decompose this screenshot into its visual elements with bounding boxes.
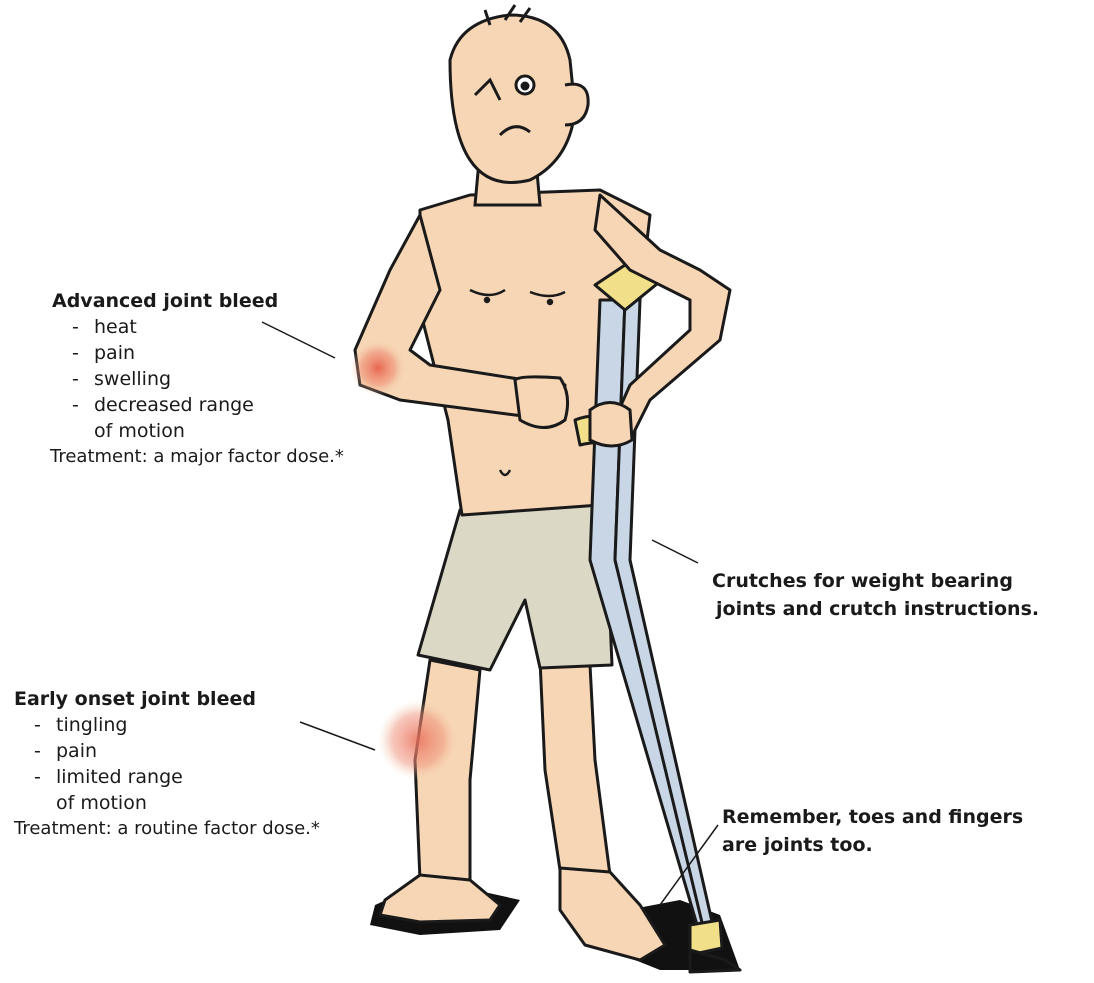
legs (415, 660, 610, 885)
advanced-symptom-3: -swelling (52, 366, 344, 392)
early-symptom-1: -tingling (14, 712, 320, 738)
early-symptom-3-cont: of motion (14, 790, 320, 816)
elbow-bleed-highlight (350, 340, 406, 396)
right-hand (590, 403, 632, 447)
crutches-note-line2: joints and crutch instructions. (712, 595, 1039, 623)
remember-note: Remember, toes and fingers are joints to… (722, 803, 1023, 859)
early-symptom-3: -limited range (14, 764, 320, 790)
head (450, 15, 575, 183)
advanced-symptom-4: -decreased range (52, 392, 344, 418)
early-treatment: Treatment: a routine factor dose.* (14, 816, 320, 842)
early-bleed-label: Early onset joint bleed -tingling -pain … (14, 686, 320, 842)
crutches-note-line1: Crutches for weight bearing (712, 567, 1039, 595)
crutches-note: Crutches for weight bearing joints and c… (712, 567, 1039, 623)
feet (380, 868, 665, 960)
early-bleed-title: Early onset joint bleed (14, 686, 320, 712)
advanced-bleed-label: Advanced joint bleed -heat -pain -swelli… (52, 288, 344, 470)
advanced-treatment: Treatment: a major factor dose.* (50, 444, 344, 470)
ear (565, 84, 588, 125)
remember-note-line1: Remember, toes and fingers (722, 803, 1023, 831)
early-symptom-2: -pain (14, 738, 320, 764)
left-fist (515, 377, 568, 428)
shorts (418, 500, 612, 670)
advanced-bleed-title: Advanced joint bleed (52, 288, 344, 314)
knee-bleed-highlight (378, 700, 458, 780)
advanced-symptom-1: -heat (52, 314, 344, 340)
remember-note-line2: are joints too. (722, 831, 1023, 859)
advanced-symptom-2: -pain (52, 340, 344, 366)
advanced-symptom-4-cont: of motion (52, 418, 344, 444)
